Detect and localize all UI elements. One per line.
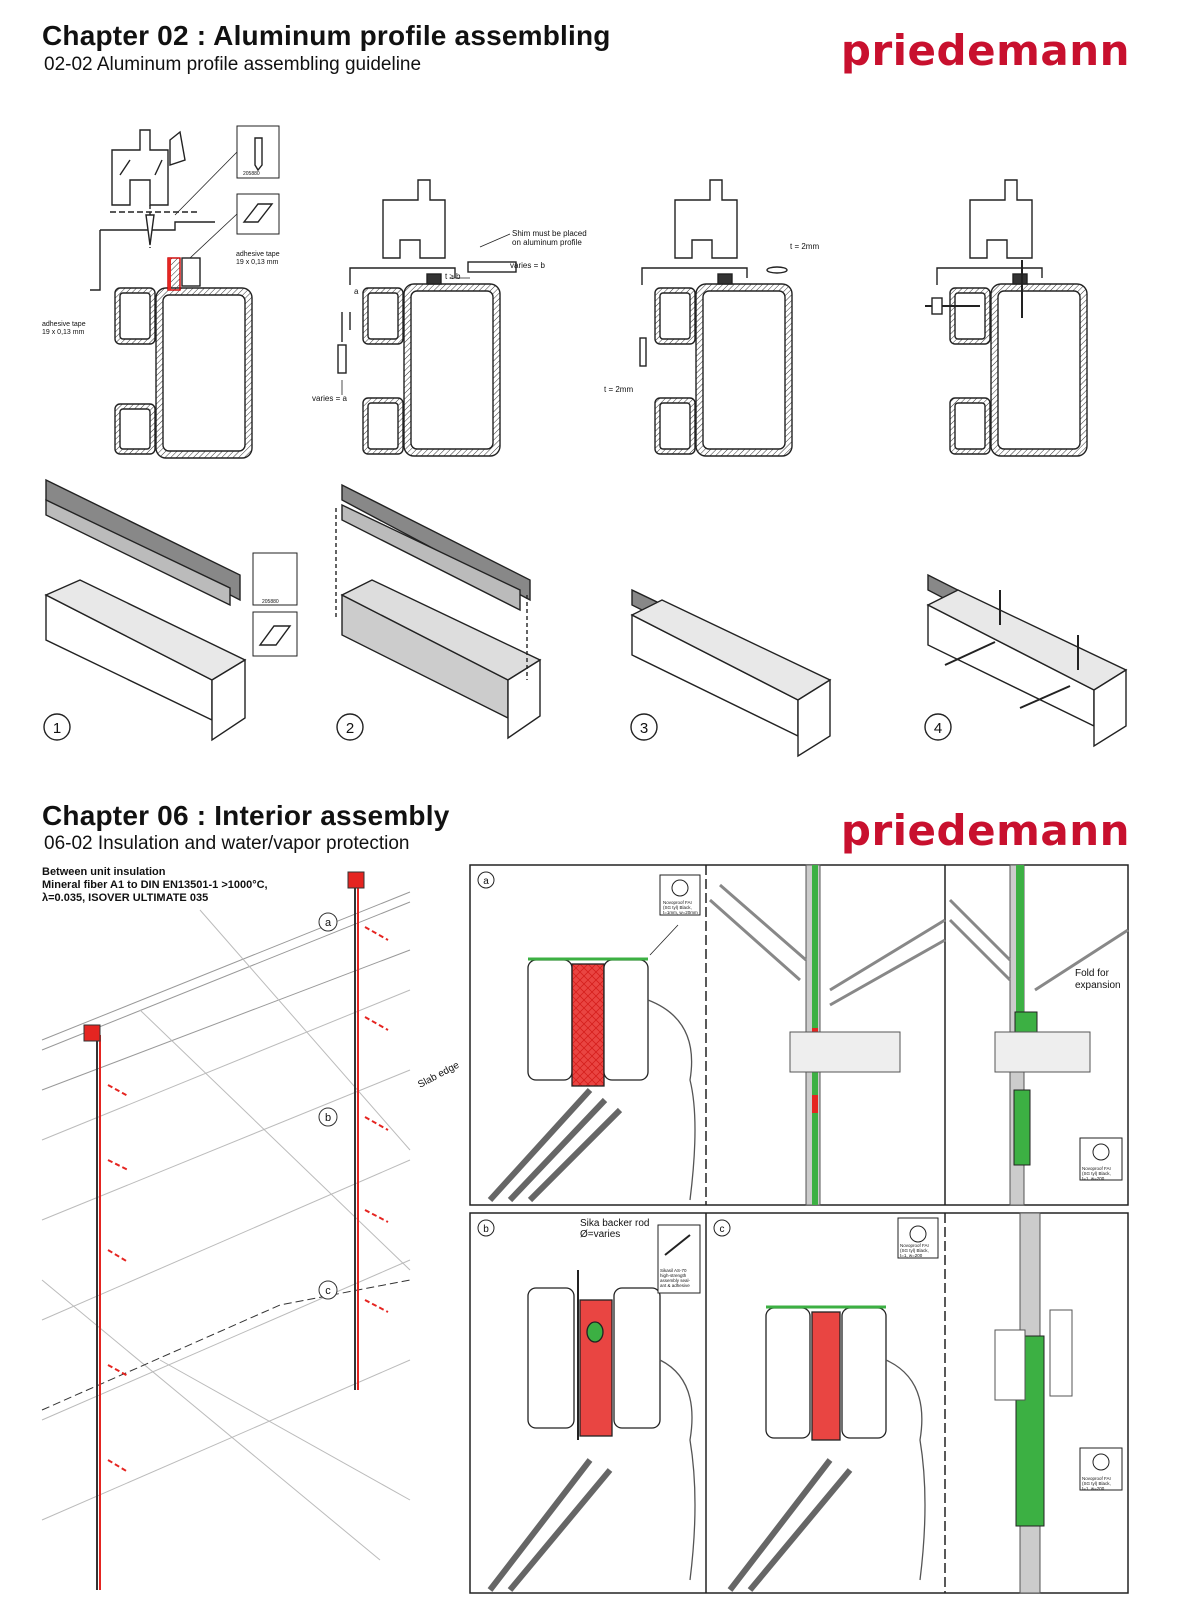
section-a xyxy=(487,874,701,1203)
screw-code-2: 205880 xyxy=(262,599,279,605)
panel-circle-a xyxy=(477,871,495,889)
tape-box-a-line-2: (SG tyl) Black, xyxy=(663,905,692,910)
backer-rod-line-2: Ø=varies xyxy=(580,1229,620,1240)
a-label: a xyxy=(354,287,359,296)
page-subtitle-2: 06-02 Insulation and water/vapor protect… xyxy=(44,833,410,854)
section-step-3 xyxy=(639,179,793,457)
insulation-note-line-2: Mineral fiber A1 to DIN EN13501-1 >1000°… xyxy=(42,879,268,891)
step-circle-2 xyxy=(336,713,364,741)
tape-box-c2-line-2: (SG tyl) Black, xyxy=(1082,1481,1111,1486)
backer-rod-line-1: Sika backer rod xyxy=(580,1218,649,1229)
elevation-c2 xyxy=(994,1212,1123,1594)
sheet-interior-assembly: Chapter 06 : Interior assembly 06-02 Ins… xyxy=(0,800,1200,1600)
panel-circle-c xyxy=(713,1219,731,1237)
panel-label-b: b xyxy=(483,1224,489,1235)
isometric-facade xyxy=(41,871,411,1590)
insulation-note-line-1: Between unit insulation xyxy=(42,866,166,878)
callout-circle-a xyxy=(318,912,338,932)
iso-rail-2 xyxy=(335,483,542,740)
shim-note-line-1: Shim must be placed xyxy=(512,229,587,238)
sikasil-line-1: Sikasil AS-70 xyxy=(660,1268,687,1273)
section-step-2 xyxy=(337,179,517,457)
tape-box-c-line-3: t=1, w=200 xyxy=(900,1253,923,1258)
callout-c: c xyxy=(325,1285,331,1297)
tape-box-a2-line-1: Novoproof FAI xyxy=(1082,1166,1111,1171)
tape-box-c-line-1: Novoproof FAI xyxy=(900,1243,929,1248)
sikasil-line-2: high-strength xyxy=(660,1273,687,1278)
step-circle-4 xyxy=(924,713,952,741)
sikasil-line-3: assembly seal- xyxy=(660,1278,691,1283)
callout-circle-b xyxy=(318,1107,338,1127)
panel-label-c: c xyxy=(720,1224,725,1235)
tape-top-label: adhesive tape xyxy=(236,251,280,258)
page-title: Chapter 02 : Aluminum profile assembling xyxy=(42,20,611,51)
interior-drawing: a b c Slab edge xyxy=(41,864,1129,1594)
step-number-2: 2 xyxy=(346,720,354,737)
tape-box-c2-line-1: Novoproof FAI xyxy=(1082,1476,1111,1481)
varies-a-label: varies = a xyxy=(312,394,347,403)
varies-b-label: varies = b xyxy=(510,261,545,270)
step-number-1: 1 xyxy=(53,720,61,737)
tape-left-label: adhesive tape xyxy=(42,321,86,328)
section-step-4 xyxy=(925,179,1088,457)
page-title-2: Chapter 06 : Interior assembly xyxy=(42,800,450,831)
tape-box-a-line-3: t=1mm, w=20mm xyxy=(663,910,698,915)
fold-note-line-1: Fold for xyxy=(1075,968,1110,979)
panel-label-a: a xyxy=(483,876,489,887)
screw-code: 205880 xyxy=(243,171,260,177)
fold-note-line-2: expansion xyxy=(1075,980,1121,991)
iso-rail-4 xyxy=(926,573,1128,748)
tape-box-c2-line-3: t=1, w=200 xyxy=(1082,1486,1105,1491)
callout-b: b xyxy=(325,1112,331,1124)
section-c xyxy=(727,1217,939,1592)
tape-box-a2-line-2: (SG tyl) Black, xyxy=(1082,1171,1111,1176)
t2-right-label: t = 2mm xyxy=(790,242,819,251)
step-circle-3 xyxy=(630,713,658,741)
step-number-4: 4 xyxy=(934,720,942,737)
brand-logo: priedemann xyxy=(840,26,1130,75)
insulation-note: Between unit insulation Mineral fiber A1… xyxy=(42,866,282,905)
sikasil-line-4: ant & adhesive xyxy=(660,1283,690,1288)
sheet-aluminum-profile: Chapter 02 : Aluminum profile assembling… xyxy=(0,0,1200,790)
insulation-note-line-3: λ=0.035, ISOVER ULTIMATE 035 xyxy=(42,892,209,904)
t-ge-b-label: t ≥ b xyxy=(445,272,461,281)
insulation-arrows xyxy=(107,926,389,1473)
panel-circle-b xyxy=(477,1219,495,1237)
tape-box-a2-line-3: t=1, w=200 xyxy=(1082,1176,1105,1181)
section-step-1 xyxy=(90,125,280,459)
elevation-a3 xyxy=(948,864,1129,1206)
iso-rail-3 xyxy=(630,588,832,758)
callout-circle-c xyxy=(318,1280,338,1300)
tape-box-c-line-2: (SG tyl) Black, xyxy=(900,1248,929,1253)
tape-left-dim: 19 x 0,13 mm xyxy=(42,329,85,336)
assembly-drawing: 205880 adhesive tape 19 x 0,13 mm adhesi… xyxy=(42,125,1128,758)
step-number-3: 3 xyxy=(640,720,648,737)
t2-left-label: t = 2mm xyxy=(604,385,633,394)
step-circle-1 xyxy=(43,713,71,741)
brand-logo-2: priedemann xyxy=(840,806,1130,855)
shim-note-line-2: on aluminum profile xyxy=(512,238,582,247)
tape-box-a-line-1: Novoproof FAI xyxy=(663,900,692,905)
iso-rail-1 xyxy=(44,478,298,742)
tape-top-dim: 19 x 0,13 mm xyxy=(236,259,279,266)
callout-a: a xyxy=(325,917,332,929)
page-subtitle: 02-02 Aluminum profile assembling guidel… xyxy=(44,54,422,75)
elevation-a2 xyxy=(709,864,946,1206)
slab-edge-label: Slab edge xyxy=(416,1060,461,1091)
section-b xyxy=(487,1224,701,1592)
